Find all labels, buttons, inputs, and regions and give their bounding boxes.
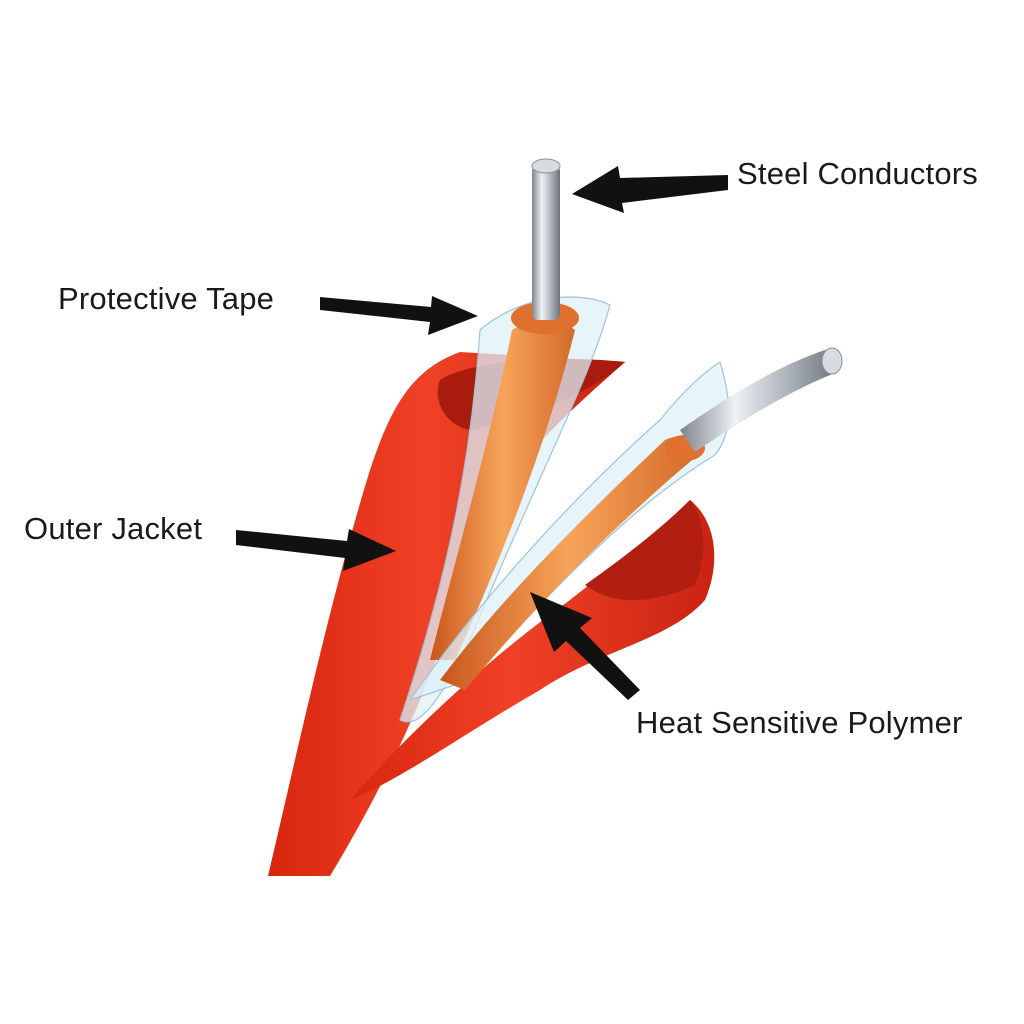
steel-conductor-left-tip [531, 158, 561, 174]
label-outer-jacket: Outer Jacket [24, 511, 203, 546]
heat-sensitive-polymer-left [430, 321, 575, 660]
steel-conductor-right-tip [821, 347, 843, 375]
heat-sensitive-polymer-right [440, 436, 698, 690]
steel-conductor-right [680, 350, 838, 452]
arrow-protective-tape [320, 296, 478, 335]
outer-jacket-flap-opening [585, 500, 704, 601]
arrow-heat-sensitive-polymer [530, 592, 640, 700]
arrow-outer-jacket [236, 529, 396, 571]
label-steel-conductors: Steel Conductors [737, 156, 978, 191]
steel-conductor-left [532, 165, 560, 320]
arrow-steel-conductors [572, 166, 728, 213]
label-heat-sensitive-polymer: Heat Sensitive Polymer [636, 705, 963, 740]
protective-tape-right [408, 361, 730, 702]
label-protective-tape: Protective Tape [58, 281, 275, 316]
